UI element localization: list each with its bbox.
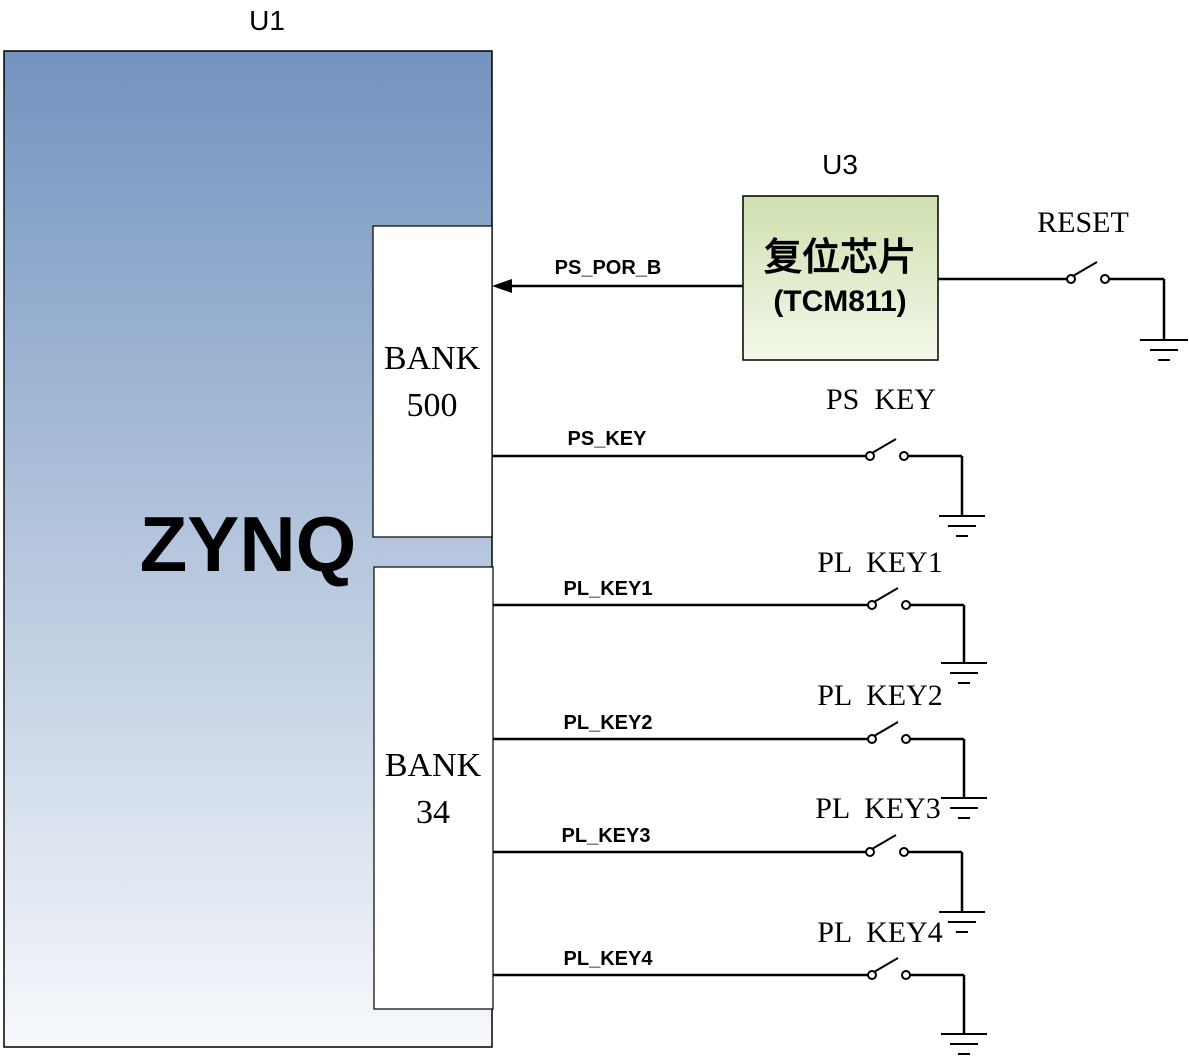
ps-key-switch (492, 438, 964, 516)
ps-key-signal-label: PS_KEY (568, 428, 648, 450)
pl-key4-signal-label: PL_KEY4 (564, 948, 654, 970)
pl-key1-switch-label: PL KEY1 (817, 546, 943, 579)
pl-key3-switch-label: PL KEY3 (815, 792, 941, 825)
u1-ref-label: U1 (249, 5, 285, 36)
pl-key4-switch (493, 957, 966, 1034)
pl-key4-ground-icon (941, 1033, 987, 1055)
pl-key3-ground-icon (939, 911, 985, 933)
bank-500-label-line2: 500 (407, 387, 458, 424)
reset-ground-icon (1140, 339, 1188, 361)
pl-key2-ground-icon (941, 797, 987, 819)
bank-34-block (373, 566, 494, 1010)
reset-chip-block (742, 195, 939, 361)
bank-500-block (372, 225, 493, 538)
pl-key2-signal-label: PL_KEY2 (564, 712, 653, 734)
pl-key1-signal-label: PL_KEY1 (564, 578, 653, 600)
pl-key1-ground-icon (941, 662, 987, 684)
pl-key2-switch-label: PL KEY2 (817, 679, 943, 712)
zynq-label: ZYNQ (140, 500, 357, 588)
por-arrow-icon (492, 279, 512, 293)
pl-key3-switch (493, 834, 964, 912)
reset-chip-label: 复位芯片 (764, 237, 916, 279)
ps-key-switch-label: PS KEY (826, 383, 936, 416)
bank-34-label-line2: 34 (416, 794, 450, 831)
reset-chip-part-number: (TCM811) (773, 285, 906, 318)
pl-key1-switch (493, 587, 966, 663)
pl-key4-switch-label: PL KEY4 (817, 916, 943, 949)
reset-switch-label: RESET (1037, 206, 1129, 239)
pl-key2-switch (493, 721, 966, 798)
bank-500-label-line1: BANK (384, 340, 481, 377)
bank-34-label-line1: BANK (385, 747, 482, 784)
por-signal-label: PS_POR_B (555, 257, 662, 279)
ps-key-ground-icon (939, 515, 985, 537)
reset-switch (938, 261, 1166, 340)
u3-ref-label: U3 (822, 149, 858, 180)
pl-key3-signal-label: PL_KEY3 (562, 825, 651, 847)
